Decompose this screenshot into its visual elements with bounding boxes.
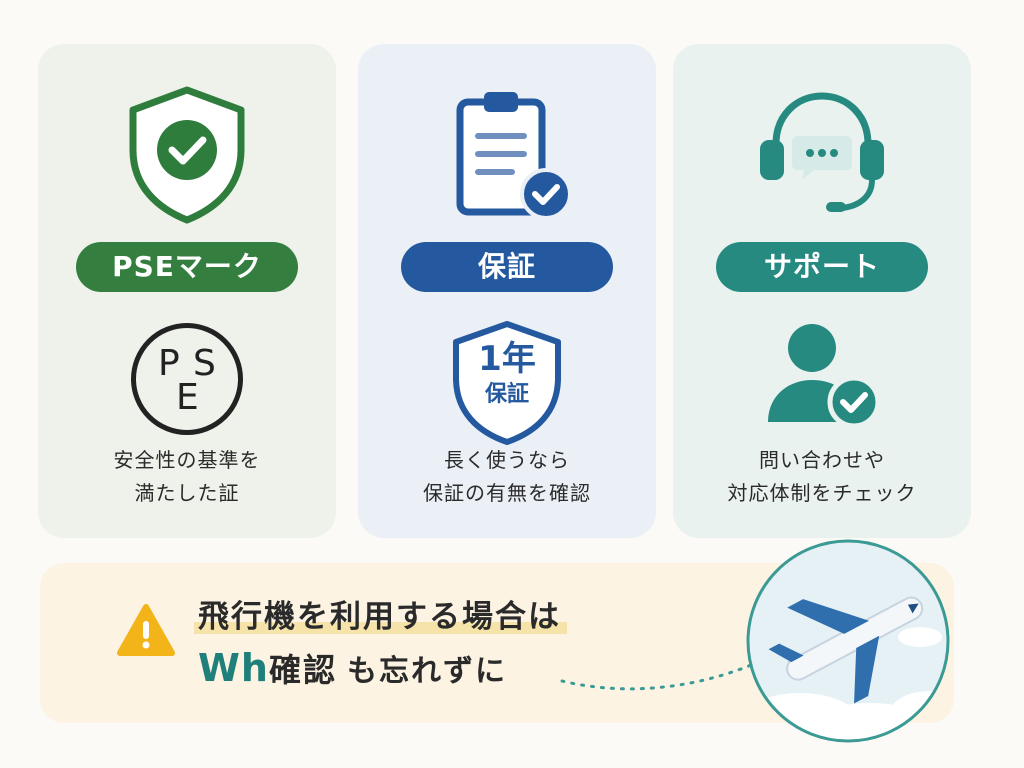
clipboard-check-icon: [456, 92, 572, 220]
banner-rest: も忘れずに: [346, 654, 507, 689]
pse-letter-e: E: [176, 377, 199, 418]
warranty-badge-line1: 1年: [478, 339, 536, 379]
support-description: 問い合わせや 対応体制をチェック: [673, 444, 971, 510]
banner-headline: 飛行機を利用する場合は: [194, 591, 567, 636]
warranty-shield-icon: [453, 321, 561, 445]
warranty-desc-line2: 保証の有無を確認: [423, 481, 591, 505]
warranty-badge-line2: 保証: [484, 382, 529, 407]
warning-icon: [117, 604, 175, 656]
banner-subline: Wh確認も忘れずに: [198, 645, 507, 691]
pse-letter-p: P: [158, 343, 180, 384]
headset-chat-icon: [760, 92, 884, 212]
support-pill: サポート: [716, 242, 928, 292]
pse-letter-s: S: [193, 343, 216, 384]
warranty-desc-line1: 長く使うなら: [444, 448, 570, 472]
user-check-icon: [768, 324, 881, 428]
pse-round-mark: P S E: [131, 323, 243, 435]
flight-notice-banner: 飛行機を利用する場合は Wh確認も忘れずに: [40, 539, 954, 743]
pse-desc-line1: 安全性の基準を: [113, 448, 261, 472]
pse-pill: PSEマーク: [76, 242, 298, 292]
pse-card: PSEマーク P S E 安全性の基準を 満たした証: [38, 44, 336, 538]
warranty-description: 長く使うなら 保証の有無を確認: [358, 444, 656, 510]
support-desc-line2: 対応体制をチェック: [727, 481, 917, 505]
banner-kakunin: 確認: [268, 651, 337, 689]
support-desc-line1: 問い合わせや: [759, 448, 885, 472]
airplane-icon: [746, 539, 950, 743]
dotted-flight-path: [560, 661, 758, 691]
warranty-card: 保証 1年 保証 長く使うなら 保証の有無を確認: [358, 44, 656, 538]
pse-description: 安全性の基準を 満たした証: [38, 444, 336, 510]
pse-desc-line2: 満たした証: [134, 481, 240, 505]
warranty-pill: 保証: [401, 242, 613, 292]
support-card: サポート 問い合わせや 対応体制をチェック: [673, 44, 971, 538]
shield-check-icon: [129, 86, 245, 224]
banner-wh: Wh: [198, 646, 269, 690]
